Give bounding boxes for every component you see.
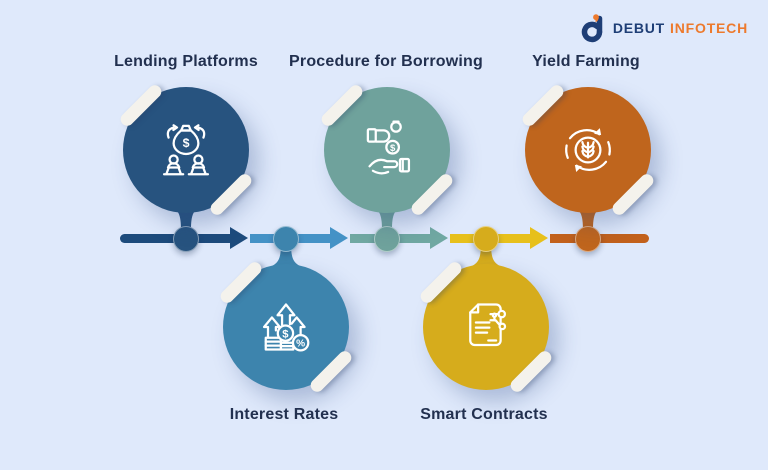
milestone-stem bbox=[368, 205, 406, 231]
svg-text:$: $ bbox=[282, 328, 289, 340]
svg-text:$: $ bbox=[390, 143, 396, 154]
timeline-node bbox=[473, 226, 499, 252]
milestone-circle: $ % bbox=[218, 259, 354, 395]
milestone-stem bbox=[167, 205, 205, 231]
milestone-circle bbox=[418, 259, 554, 395]
timeline-node bbox=[374, 226, 400, 252]
brand-word-debut: DEBUT bbox=[612, 20, 666, 36]
timeline-node bbox=[575, 226, 601, 252]
lenders-network-icon: $ bbox=[162, 124, 210, 176]
milestone-label: Yield Farming bbox=[532, 53, 640, 70]
debut-infotech-logomark bbox=[581, 14, 603, 43]
milestone-circle: $ bbox=[118, 82, 254, 218]
svg-text:$: $ bbox=[183, 136, 190, 150]
smart-contract-document-icon bbox=[469, 303, 507, 347]
timeline-node bbox=[173, 226, 199, 252]
timeline-node bbox=[273, 226, 299, 252]
milestone-label: Lending Platforms bbox=[114, 53, 258, 70]
milestone-stem bbox=[569, 205, 607, 231]
brand-word-infotech: INFOTECH bbox=[670, 20, 748, 36]
crop-cycle-icon bbox=[565, 128, 611, 172]
milestone-label: Procedure for Borrowing bbox=[289, 53, 483, 70]
milestone-label: Smart Contracts bbox=[420, 406, 548, 423]
timeline-arrow-2-icon bbox=[330, 227, 348, 249]
hand-receiving-money-icon: $ bbox=[366, 120, 411, 175]
milestone-stem bbox=[467, 242, 505, 268]
milestone-circle bbox=[520, 82, 656, 218]
timeline-arrow-4-icon bbox=[530, 227, 548, 249]
timeline-arrow-3-icon bbox=[430, 227, 448, 249]
milestone-circle: $ bbox=[319, 82, 455, 218]
svg-text:%: % bbox=[296, 339, 305, 350]
rising-coins-icon: $ % bbox=[262, 303, 310, 352]
timeline-arrow-1-icon bbox=[230, 227, 248, 249]
milestone-stem bbox=[267, 242, 305, 268]
milestone-label: Interest Rates bbox=[229, 406, 339, 423]
